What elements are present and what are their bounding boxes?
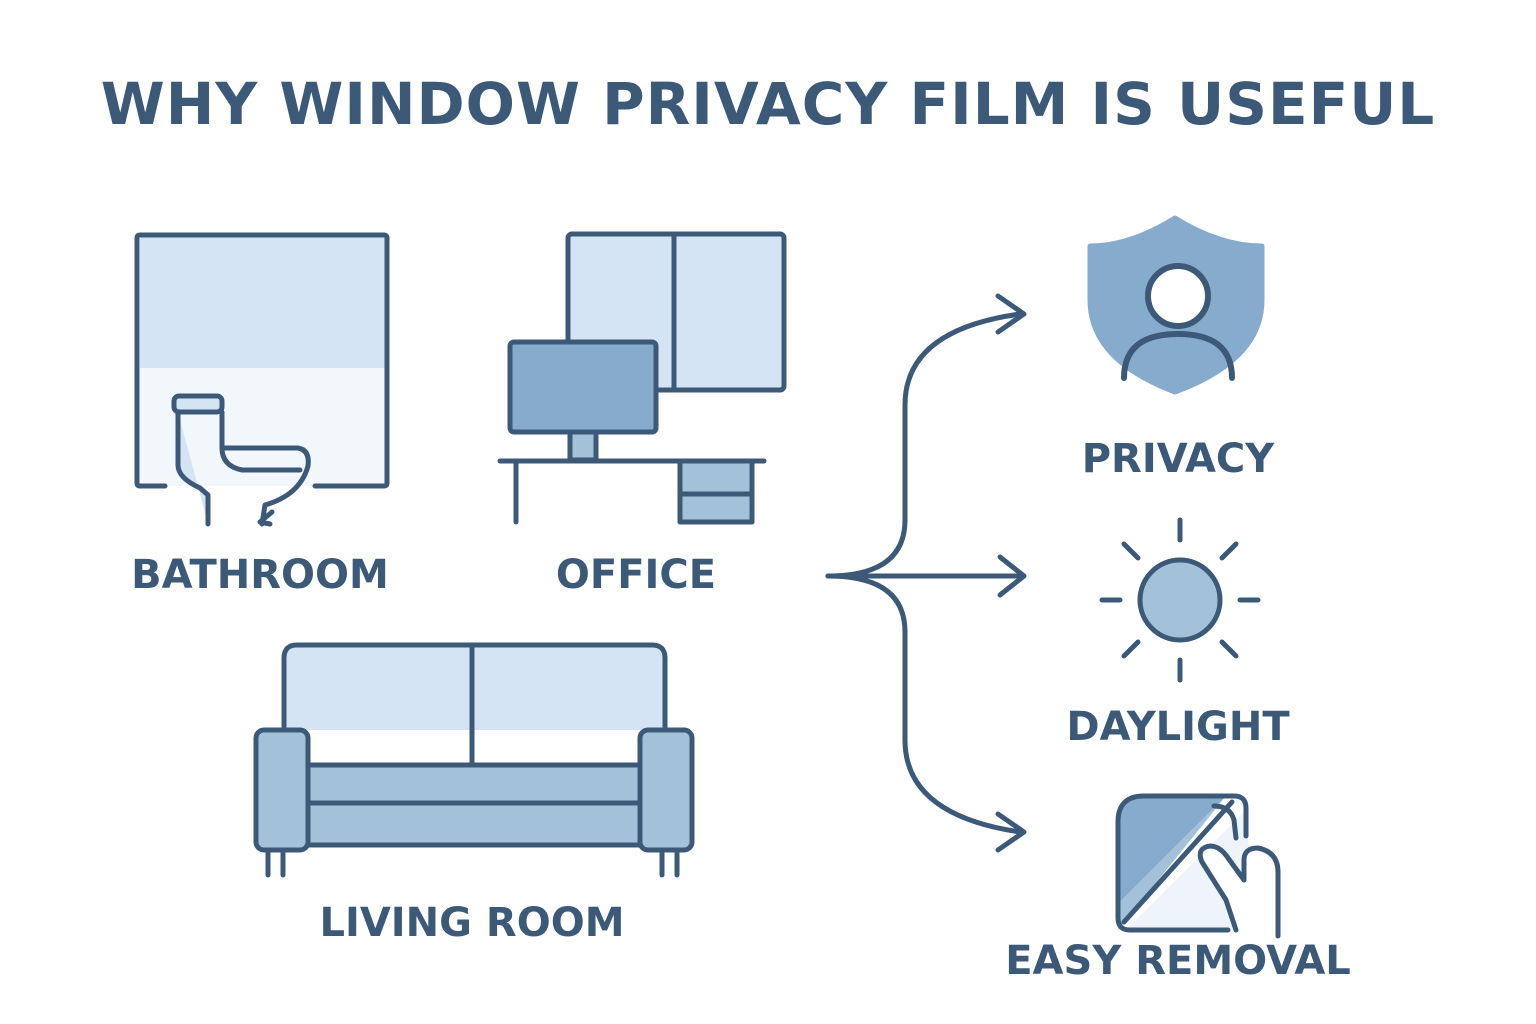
benefit-label-easy-removal: EASY REMOVAL — [1005, 938, 1351, 984]
connector-stem — [825, 311, 1023, 579]
living-room-sofa-icon — [253, 642, 695, 878]
benefit-label-privacy: PRIVACY — [1081, 436, 1275, 482]
sun-icon — [1099, 517, 1261, 683]
page-title: WHY WINDOW PRIVACY FILM IS USEFUL — [100, 70, 1436, 138]
arrowhead-top — [995, 293, 1027, 335]
room-label-living-room: LIVING ROOM — [319, 900, 625, 946]
shield-person-icon — [1087, 215, 1265, 395]
bathroom-window-toilet-icon — [134, 232, 390, 527]
connector-lower — [825, 573, 1023, 835]
peeling-film-hand-icon — [1115, 793, 1281, 939]
branch-connector — [825, 293, 1027, 853]
arrowhead-bottom — [995, 811, 1027, 853]
benefit-label-daylight: DAYLIGHT — [1066, 704, 1290, 750]
room-label-office: OFFICE — [555, 552, 717, 598]
arrowhead-middle — [997, 554, 1027, 598]
room-label-bathroom: BATHROOM — [131, 552, 389, 598]
office-window-desk-icon — [497, 231, 787, 525]
